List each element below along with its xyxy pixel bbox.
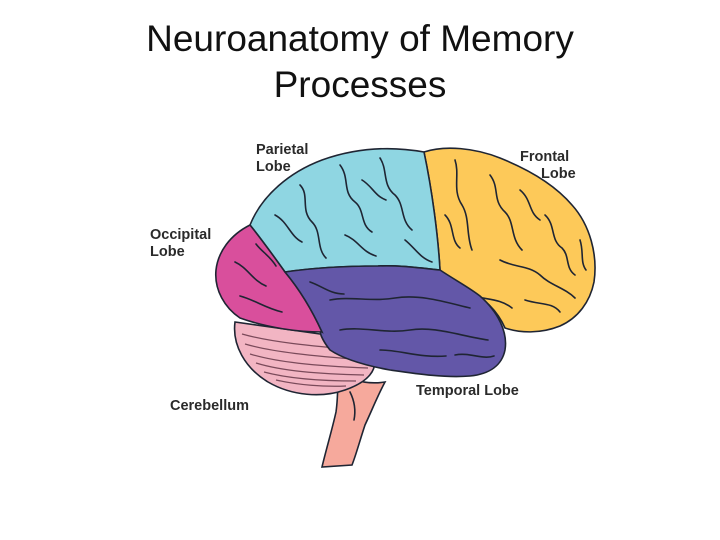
slide-title: Neuroanatomy of Memory Processes xyxy=(0,16,720,108)
occipital-lobe-label-line-2: Lobe xyxy=(150,244,185,260)
frontal-lobe-label: Frontal xyxy=(520,149,569,165)
occipital-lobe xyxy=(215,223,324,333)
cerebellum-label: Cerebellum xyxy=(170,398,249,414)
parietal-lobe-label-line-2: Lobe xyxy=(256,159,291,175)
temporal-lobe-label: Temporal Lobe xyxy=(416,383,519,399)
parietal-lobe xyxy=(249,147,441,273)
slide-title-line-2: Processes xyxy=(273,64,447,105)
frontal-lobe-label-line-2: Lobe xyxy=(541,166,576,182)
parietal-lobe-label: Parietal xyxy=(256,142,308,158)
temporal-lobe xyxy=(283,265,507,378)
slide-title-line-1: Neuroanatomy of Memory xyxy=(146,18,574,59)
occipital-lobe-label: Occipital xyxy=(150,227,211,243)
